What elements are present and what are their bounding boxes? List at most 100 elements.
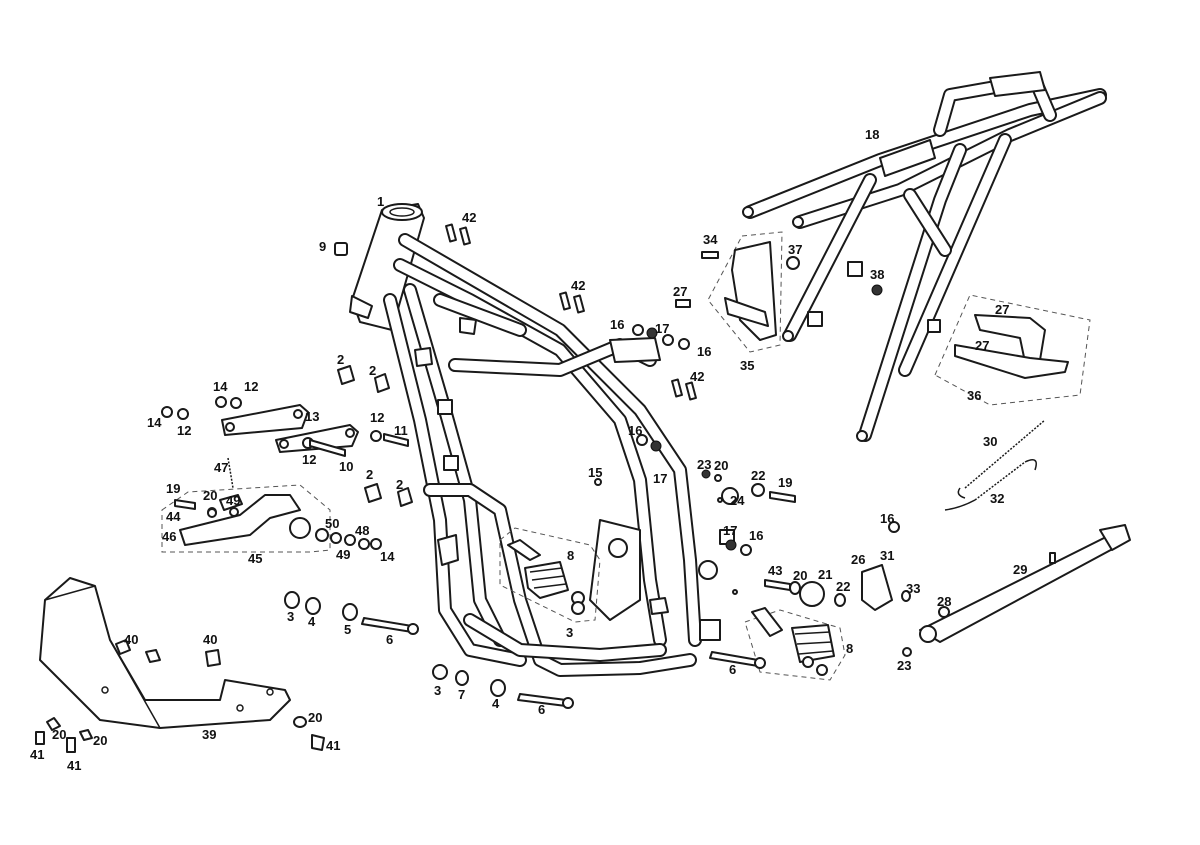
callout-19: 19 (166, 481, 181, 496)
rear-subframe (742, 71, 1107, 442)
callout-2: 2 (396, 477, 404, 492)
callout-2: 2 (369, 363, 377, 378)
callout-45: 45 (248, 551, 263, 566)
callout-16: 16 (880, 511, 895, 526)
callout-1: 1 (377, 194, 385, 209)
callout-47: 47 (214, 460, 229, 475)
callout-16: 16 (610, 317, 625, 332)
callout-49: 49 (336, 547, 351, 562)
callout-35: 35 (740, 358, 755, 373)
callout-34: 34 (703, 232, 718, 247)
callout-50: 50 (325, 516, 340, 531)
callout-20: 20 (93, 733, 108, 748)
small-hardware (35, 223, 911, 753)
callout-42: 42 (462, 210, 477, 225)
callout-20: 20 (793, 568, 808, 583)
callout-38: 38 (870, 267, 885, 282)
callout-22: 22 (836, 579, 851, 594)
passenger-peg-36 (954, 314, 1069, 379)
footpeg-left (507, 539, 585, 605)
footpeg-bracket-35 (675, 241, 777, 341)
callout-11: 11 (394, 423, 408, 438)
callout-32: 32 (990, 491, 1005, 506)
callout-14: 14 (213, 379, 228, 394)
callout-27: 27 (975, 338, 990, 353)
callout-17: 17 (655, 321, 670, 336)
long-bolts (361, 617, 766, 709)
callout-14: 14 (380, 549, 395, 564)
callout-7: 7 (458, 687, 466, 702)
callout-23: 23 (897, 658, 912, 673)
callout-46: 46 (162, 529, 177, 544)
bushings (284, 469, 846, 697)
callout-16: 16 (697, 344, 712, 359)
callout-41: 41 (30, 747, 45, 762)
callout-8: 8 (567, 548, 575, 563)
assembly-outlines (161, 231, 1091, 681)
callout-29: 29 (1013, 562, 1028, 577)
callout-41: 41 (326, 738, 341, 753)
callout-9: 9 (319, 239, 327, 254)
callout-5: 5 (344, 622, 352, 637)
callout-6: 6 (386, 632, 394, 647)
callout-20: 20 (52, 727, 67, 742)
callout-22: 22 (751, 468, 766, 483)
callout-23: 23 (697, 457, 712, 472)
callout-19: 19 (778, 475, 793, 490)
callout-40: 40 (124, 632, 139, 647)
callout-14: 14 (147, 415, 162, 430)
callout-20: 20 (714, 458, 729, 473)
callout-48: 48 (355, 523, 370, 538)
callout-16: 16 (628, 423, 643, 438)
callout-24: 24 (730, 493, 745, 508)
callout-43: 43 (768, 563, 783, 578)
callout-2: 2 (366, 467, 374, 482)
callout-39: 39 (202, 727, 217, 742)
callout-3: 3 (566, 625, 574, 640)
callout-21: 21 (818, 567, 833, 582)
callout-4: 4 (492, 696, 500, 711)
callout-20: 20 (203, 488, 218, 503)
callout-28: 28 (937, 594, 952, 609)
callout-40: 40 (203, 632, 218, 647)
main-frame (349, 203, 735, 677)
callout-44: 44 (166, 509, 181, 524)
callout-20: 20 (308, 710, 323, 725)
callout-42: 42 (690, 369, 705, 384)
engine-mount-plates (221, 404, 359, 453)
callout-42: 42 (571, 278, 586, 293)
callout-16: 16 (749, 528, 764, 543)
brake-pedal (179, 457, 382, 550)
callout-17: 17 (723, 523, 738, 538)
skid-plate (39, 577, 291, 729)
callout-36: 36 (967, 388, 982, 403)
callout-12: 12 (302, 452, 317, 467)
callout-26: 26 (851, 552, 866, 567)
springs (944, 419, 1046, 511)
callout-6: 6 (538, 702, 546, 717)
callout-12: 12 (370, 410, 385, 425)
callout-18: 18 (865, 127, 880, 142)
callout-3: 3 (287, 609, 295, 624)
callout-3: 3 (434, 683, 442, 698)
callout-31: 31 (880, 548, 895, 563)
callout-4: 4 (308, 614, 316, 629)
callout-12: 12 (177, 423, 192, 438)
callout-41: 41 (67, 758, 82, 773)
callout-6: 6 (729, 662, 737, 677)
callout-15: 15 (588, 465, 603, 480)
callout-2: 2 (337, 352, 345, 367)
callout-27: 27 (995, 302, 1010, 317)
callout-49: 49 (226, 493, 241, 508)
callout-27: 27 (673, 284, 688, 299)
callout-17: 17 (653, 471, 668, 486)
callout-37: 37 (788, 242, 803, 257)
callout-33: 33 (906, 581, 921, 596)
footpeg-right (751, 607, 835, 676)
callout-30: 30 (983, 434, 998, 449)
callout-12: 12 (244, 379, 259, 394)
side-stand (861, 524, 1131, 657)
callout-13: 13 (305, 409, 320, 424)
